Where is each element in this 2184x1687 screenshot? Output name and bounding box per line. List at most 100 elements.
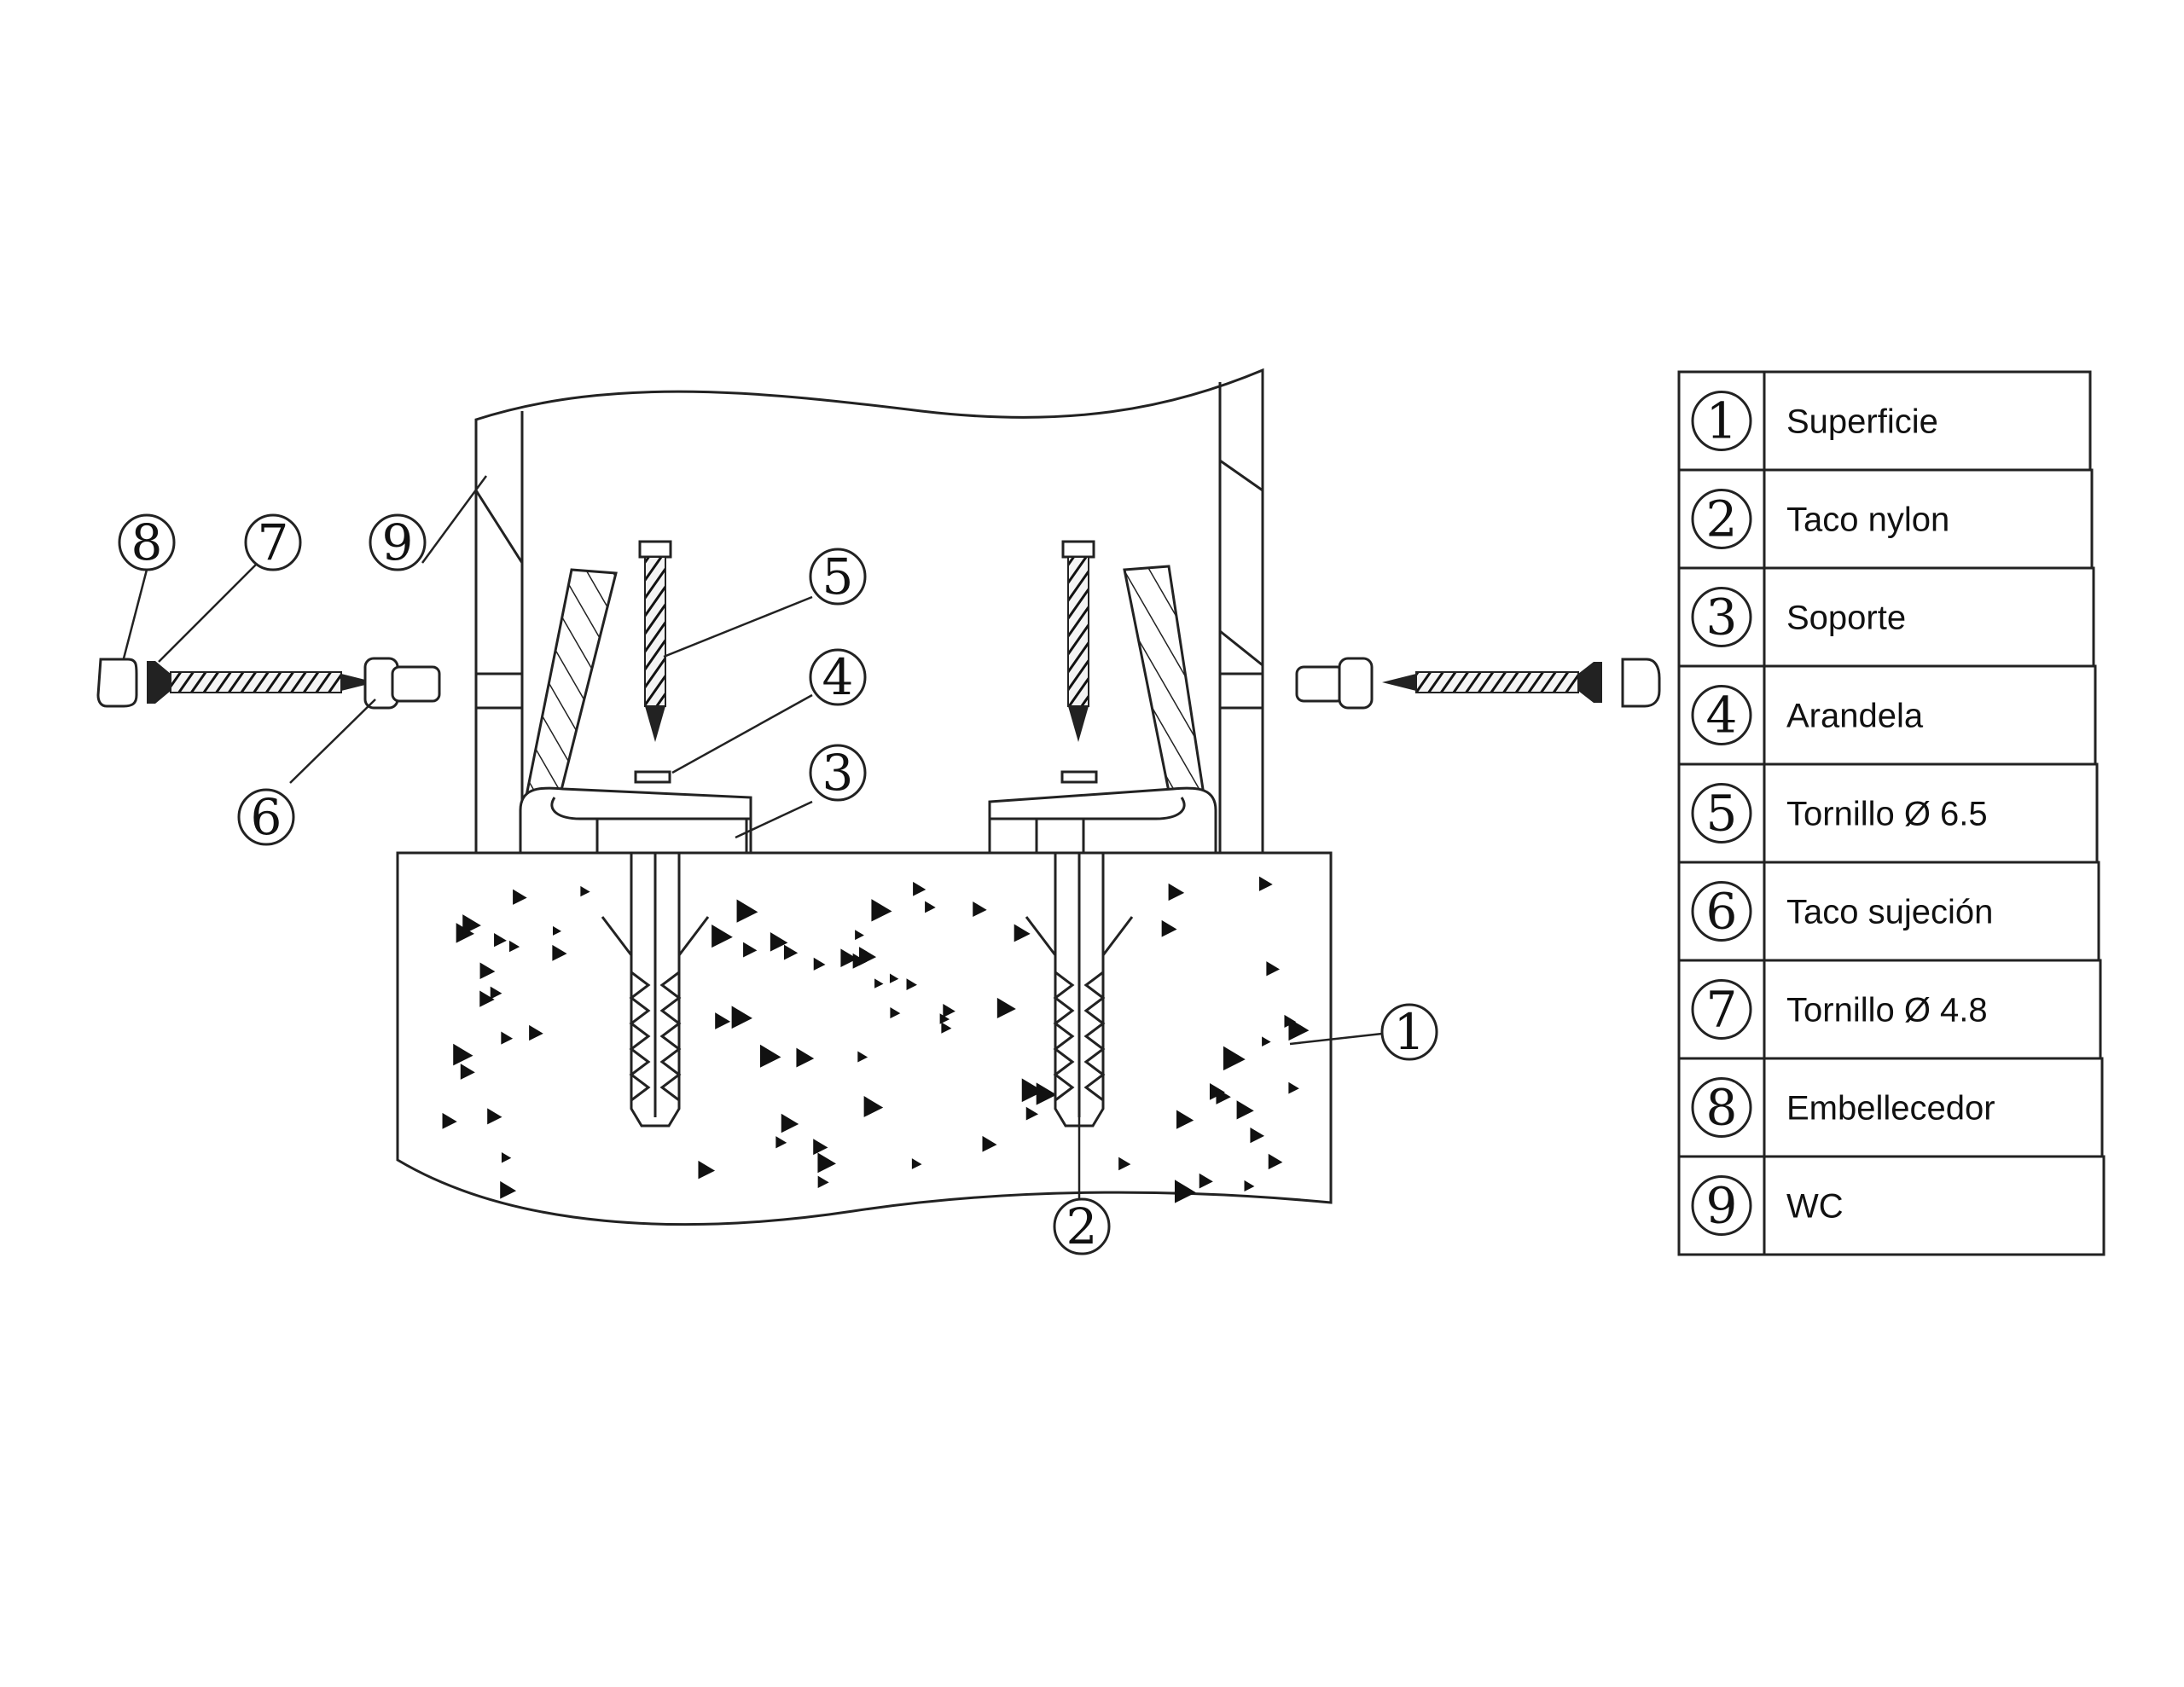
aggregate-mark	[479, 962, 496, 980]
callout-7: 7	[244, 513, 302, 571]
aggregate-mark	[1036, 1082, 1057, 1105]
aggregate-mark	[996, 997, 1016, 1019]
aggregate-mark	[508, 940, 520, 953]
legend-label: WC	[1786, 1188, 1844, 1226]
aggregate-mark	[462, 914, 481, 935]
aggregate-mark	[1258, 876, 1273, 891]
aggregate-mark	[941, 1022, 952, 1034]
legend-number: 9	[1706, 1177, 1738, 1235]
aggregate-mark	[1250, 1127, 1265, 1144]
washer-right	[1060, 770, 1098, 784]
aggregate-mark	[859, 947, 877, 966]
svg-text:2: 2	[1066, 1197, 1098, 1255]
aggregate-mark	[1118, 1157, 1131, 1171]
screw-6-5-left	[638, 540, 672, 742]
support-bracket	[519, 786, 1217, 855]
trim-cap-left	[96, 658, 138, 708]
callout-6: 6	[237, 788, 295, 846]
aggregate-mark	[874, 978, 884, 988]
aggregate-mark	[840, 948, 858, 967]
callout-3: 3	[809, 744, 867, 802]
aggregate-mark	[913, 881, 926, 896]
legend-number: 2	[1706, 490, 1738, 548]
aggregate-mark	[1288, 1017, 1310, 1041]
legend-number: 6	[1706, 883, 1738, 941]
legend-label: Soporte	[1786, 600, 1906, 637]
aggregate-mark	[453, 1043, 473, 1066]
legend-number-circle	[1691, 685, 1752, 745]
aggregate-mark	[553, 925, 562, 936]
aggregate-mark	[529, 1024, 543, 1041]
aggregate-mark	[783, 944, 799, 960]
callout-1: 1	[1380, 1003, 1438, 1061]
callout-9: 9	[369, 513, 427, 571]
legend-number: 8	[1706, 1079, 1738, 1137]
screw-6-5-right	[1061, 540, 1095, 742]
aggregate-mark	[817, 1175, 829, 1188]
aggregate-mark	[1161, 919, 1177, 937]
svg-text:3: 3	[822, 744, 854, 802]
legend-number-circle	[1691, 1077, 1752, 1138]
aggregate-mark	[500, 1180, 517, 1199]
legend-number-circle	[1691, 979, 1752, 1040]
aggregate-mark	[1025, 1106, 1039, 1121]
aggregate-mark	[863, 1096, 884, 1117]
legend-label: Taco nylon	[1786, 501, 1949, 539]
legend-row: 2 Taco nylon	[1677, 468, 2094, 570]
legend-number-circle	[1691, 1175, 1752, 1236]
nylon-plug-right	[1025, 853, 1134, 1128]
legend-label: Arandela	[1786, 698, 1924, 735]
aggregate-mark	[715, 1012, 731, 1029]
callout-5: 5	[809, 548, 867, 606]
svg-text:9: 9	[382, 513, 414, 571]
aggregate-mark	[1268, 1153, 1283, 1170]
aggregate-mark	[857, 1051, 868, 1063]
aggregate-mark	[479, 990, 495, 1007]
legend-number: 7	[1706, 981, 1738, 1039]
aggregate-mark	[906, 978, 917, 990]
aggregate-mark	[1244, 1180, 1255, 1191]
aggregate-mark	[698, 1160, 716, 1180]
legend-label: Embellecedor	[1786, 1090, 1995, 1128]
washer-left	[634, 770, 671, 784]
aggregate-mark	[871, 899, 892, 922]
aggregate-mark	[855, 930, 864, 941]
aggregate-mark	[442, 1112, 457, 1129]
aggregate-mark	[1216, 1087, 1231, 1104]
aggregate-mark	[513, 889, 527, 905]
aggregate-mark	[925, 901, 936, 913]
aggregate-mark	[759, 1044, 781, 1068]
aggregate-mark	[796, 1047, 815, 1068]
legend-row: 9 WC	[1677, 1155, 2106, 1256]
aggregate-mark	[770, 932, 788, 952]
svg-text:8: 8	[131, 513, 163, 571]
aggregate-mark	[490, 986, 502, 1000]
aggregate-mark	[1168, 883, 1185, 901]
legend-number-circle	[1691, 391, 1752, 451]
aggregate-mark	[1018, 927, 1030, 940]
aggregate-mark	[494, 932, 507, 948]
aggregate-mark	[580, 885, 590, 897]
svg-text:1: 1	[1394, 1003, 1426, 1061]
callout-4: 4	[809, 648, 867, 706]
aggregate-mark	[1174, 1180, 1196, 1203]
fixing-plug-right	[1295, 657, 1374, 710]
fixing-plug-left	[363, 657, 441, 710]
aggregate-mark	[712, 924, 733, 948]
aggregate-mark	[911, 1158, 922, 1169]
svg-text:7: 7	[258, 513, 289, 571]
trim-cap-right	[1621, 658, 1661, 708]
svg-text:6: 6	[251, 788, 282, 846]
legend-number: 1	[1706, 392, 1738, 450]
screw-4-8-left	[147, 661, 375, 704]
wc-body	[474, 368, 1264, 855]
aggregate-mark	[552, 944, 567, 961]
